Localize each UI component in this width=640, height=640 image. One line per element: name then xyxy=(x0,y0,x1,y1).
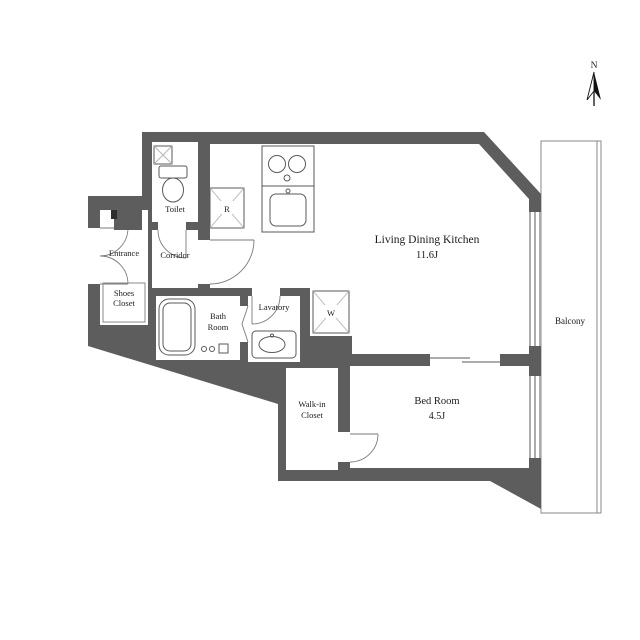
bedroom-sliding-door-gap xyxy=(430,354,500,366)
room-ldk xyxy=(210,144,529,354)
toilet-door-icon xyxy=(157,229,187,259)
kitchen-faucet-icon xyxy=(285,188,291,194)
bedroom-sliding-door-icon xyxy=(430,357,500,363)
toilet-door-gap xyxy=(158,222,186,230)
ldk-door-icon xyxy=(209,239,255,285)
toilet-fixture-icon xyxy=(153,145,188,203)
lavatory-label: Lavatory xyxy=(259,302,290,312)
room-bath xyxy=(156,296,240,360)
lavatory-door-icon xyxy=(251,295,281,325)
bathtub-icon xyxy=(158,298,196,356)
closet-door-gap xyxy=(338,432,350,462)
ldk-label: Living Dining Kitchen xyxy=(375,234,480,246)
balcony-outline xyxy=(540,140,602,514)
stove-knob-icon xyxy=(283,174,291,182)
kitchen-counter-icon xyxy=(261,145,315,233)
bedroom-size-label: 4.5J xyxy=(429,411,446,422)
shoes-closet-label-2: Closet xyxy=(113,298,135,308)
refrigerator-label: R xyxy=(224,204,230,214)
walkin-closet-label-1: Walk-in xyxy=(298,399,326,409)
room-walkin-closet xyxy=(286,368,338,470)
entrance-door-gap xyxy=(88,228,100,284)
room-toilet xyxy=(152,142,198,222)
lavatory-door-gap xyxy=(252,288,280,296)
bath-door-gap xyxy=(240,306,248,342)
shower-controls-icon xyxy=(201,343,229,354)
balcony-label: Balcony xyxy=(555,316,585,326)
kitchen-sink-icon xyxy=(269,193,307,227)
label-backing xyxy=(323,305,339,318)
shoes-closet-label-1: Shoes xyxy=(114,288,134,298)
bedroom-window xyxy=(529,376,541,458)
meter-box-icon xyxy=(111,198,142,230)
balcony xyxy=(540,140,602,514)
north-compass-icon xyxy=(586,71,601,106)
bedroom-label: Bed Room xyxy=(414,396,459,407)
bath-room-label-2: Room xyxy=(208,322,229,332)
entrance-label: Entrance xyxy=(109,248,139,258)
ldk-window xyxy=(529,212,541,346)
refrigerator-space xyxy=(209,187,245,229)
room-lavatory xyxy=(248,296,300,362)
toilet-label: Toilet xyxy=(165,204,185,214)
washer-space xyxy=(312,290,350,334)
stove-burner-icon xyxy=(288,155,306,173)
compass-label: N xyxy=(591,61,598,71)
shoes-closet-box xyxy=(102,282,146,323)
bath-room-label-1: Bath xyxy=(210,311,227,321)
label-backing xyxy=(219,201,235,214)
ldk-door-gap xyxy=(198,240,210,284)
closet-door-icon xyxy=(349,433,379,463)
walkin-closet-label-2: Closet xyxy=(301,410,323,420)
stove-burner-icon xyxy=(268,155,286,173)
washer-label: W xyxy=(327,308,335,318)
vanity-sink-icon xyxy=(251,330,297,359)
bath-folding-door-icon xyxy=(241,305,249,343)
ldk-size-label: 11.6J xyxy=(416,250,438,261)
corridor-label: Corridor xyxy=(160,250,189,260)
room-bedroom xyxy=(350,366,529,468)
